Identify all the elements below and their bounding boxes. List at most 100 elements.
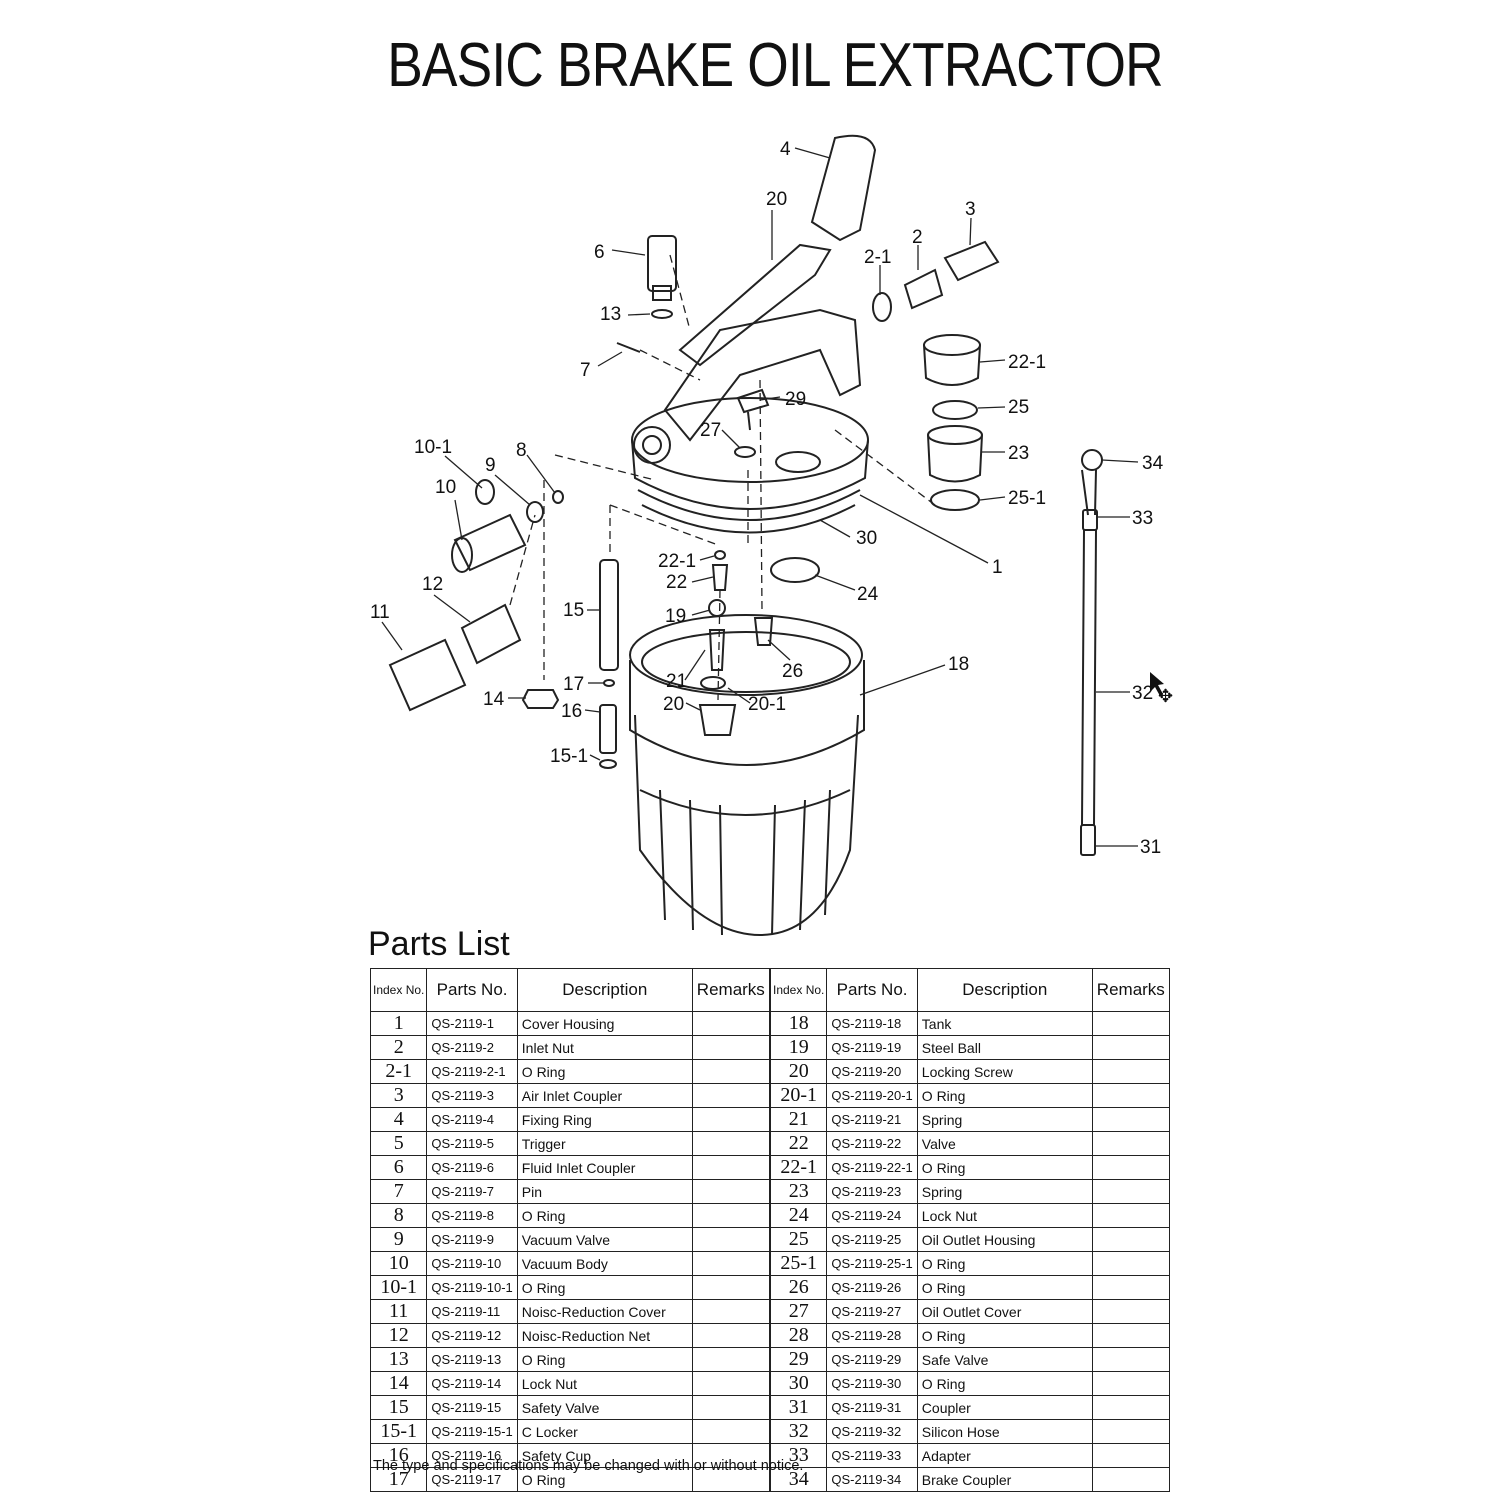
page-title: BASIC BRAKE OIL EXTRACTOR xyxy=(387,31,1163,100)
pin-part xyxy=(616,342,641,353)
description-cell: Vacuum Body xyxy=(516,1251,693,1276)
description-cell: Noisc-Reduction Net xyxy=(516,1323,693,1348)
description-cell: Oil Outlet Housing xyxy=(916,1227,1093,1252)
remarks-cell xyxy=(1091,1299,1170,1324)
remarks-cell xyxy=(691,1131,770,1156)
index-cell: 18 xyxy=(769,1011,828,1036)
vacuum-body-part xyxy=(451,479,564,573)
part-no-cell: QS-2119-15-1 xyxy=(426,1419,518,1444)
part-no-cell: QS-2119-10-1 xyxy=(426,1275,518,1300)
index-cell: 20-1 xyxy=(769,1083,828,1108)
fixing-ring-part xyxy=(810,134,877,242)
callout-22: 22 xyxy=(666,572,687,593)
callout-12: 12 xyxy=(422,574,443,595)
part-no-cell: QS-2119-24 xyxy=(826,1203,918,1228)
remarks-cell xyxy=(691,1011,770,1036)
remarks-cell xyxy=(1091,1155,1170,1180)
safety-valve-part xyxy=(599,559,619,769)
part-no-cell: QS-2119-10 xyxy=(426,1251,518,1276)
remarks-cell xyxy=(1091,1035,1170,1060)
part-no-cell: QS-2119-30 xyxy=(826,1371,918,1396)
part-no-cell: QS-2119-33 xyxy=(826,1443,918,1468)
remarks-cell xyxy=(1091,1419,1170,1444)
part-no-cell: QS-2119-3 xyxy=(426,1083,518,1108)
air-inlet-coupler-part xyxy=(872,240,1000,322)
description-cell: Fixing Ring xyxy=(516,1107,693,1132)
index-cell: 21 xyxy=(769,1107,828,1132)
part-no-cell: QS-2119-19 xyxy=(826,1035,918,1060)
index-cell: 14 xyxy=(369,1371,428,1396)
footnote: The type and specifications may be chang… xyxy=(373,1458,804,1474)
description-cell: Spring xyxy=(916,1107,1093,1132)
callout-29: 29 xyxy=(785,389,806,410)
description-cell: Steel Ball xyxy=(916,1035,1093,1060)
cover-housing-part xyxy=(631,397,869,534)
index-cell: 3 xyxy=(369,1083,428,1108)
description-cell: Oil Outlet Cover xyxy=(916,1299,1093,1324)
callout-34: 34 xyxy=(1142,453,1164,474)
callout-10: 10 xyxy=(435,477,456,498)
callout-14: 14 xyxy=(483,689,505,710)
part-no-cell: QS-2119-22-1 xyxy=(826,1155,918,1180)
part-no-cell: QS-2119-2-1 xyxy=(426,1059,518,1084)
remarks-cell xyxy=(1091,1467,1170,1492)
part-no-cell: QS-2119-4 xyxy=(426,1107,518,1132)
description-cell: Pin xyxy=(516,1179,693,1204)
remarks-cell xyxy=(1091,1395,1170,1420)
callout-17: 17 xyxy=(563,674,584,695)
description-cell: Locking Screw xyxy=(916,1059,1093,1084)
oil-outlet-part xyxy=(923,334,983,511)
callout-5: 20 xyxy=(766,189,787,210)
exploded-view-diagram: 4 20 3 2 2-1 6 13 7 22-1 29 25 27 10-1 8… xyxy=(370,134,1173,937)
remarks-cell xyxy=(1091,1227,1170,1252)
description-cell: O Ring xyxy=(516,1203,693,1228)
callout-32: 32 xyxy=(1132,683,1153,704)
trigger-part xyxy=(663,243,862,442)
callout-10-1: 10-1 xyxy=(414,437,452,458)
part-no-cell: QS-2119-6 xyxy=(426,1155,518,1180)
tank-part xyxy=(629,614,865,937)
callout-20: 20 xyxy=(663,694,684,715)
callout-26: 25 xyxy=(1008,397,1029,418)
index-cell: 28 xyxy=(769,1323,828,1348)
remarks-cell xyxy=(691,1299,770,1324)
remarks-cell xyxy=(1091,1275,1170,1300)
part-no-cell: QS-2119-8 xyxy=(426,1203,518,1228)
safe-valve-part xyxy=(734,388,770,458)
description-cell: O Ring xyxy=(916,1155,1093,1180)
description-cell: Cover Housing xyxy=(516,1011,693,1036)
callout-18: 18 xyxy=(948,654,969,675)
callout-15-1: 15-1 xyxy=(550,746,588,767)
index-cell: 32 xyxy=(769,1419,828,1444)
index-cell: 5 xyxy=(369,1131,428,1156)
remarks-cell xyxy=(691,1419,770,1444)
column-header-description: Description xyxy=(516,968,693,1012)
index-cell: 8 xyxy=(369,1203,428,1228)
cursor-icon xyxy=(1150,672,1164,696)
remarks-cell xyxy=(1091,1059,1170,1084)
part-no-cell: QS-2119-31 xyxy=(826,1395,918,1420)
part-no-cell: QS-2119-29 xyxy=(826,1347,918,1372)
callout-15: 15 xyxy=(563,600,584,621)
column-header-remarks: Remarks xyxy=(691,968,770,1012)
remarks-cell xyxy=(691,1179,770,1204)
callout-7: 7 xyxy=(580,360,591,381)
remarks-cell xyxy=(1091,1131,1170,1156)
remarks-cell xyxy=(691,1467,770,1492)
description-cell: O Ring xyxy=(516,1467,693,1492)
callout-27: 22-1 xyxy=(1008,352,1046,373)
